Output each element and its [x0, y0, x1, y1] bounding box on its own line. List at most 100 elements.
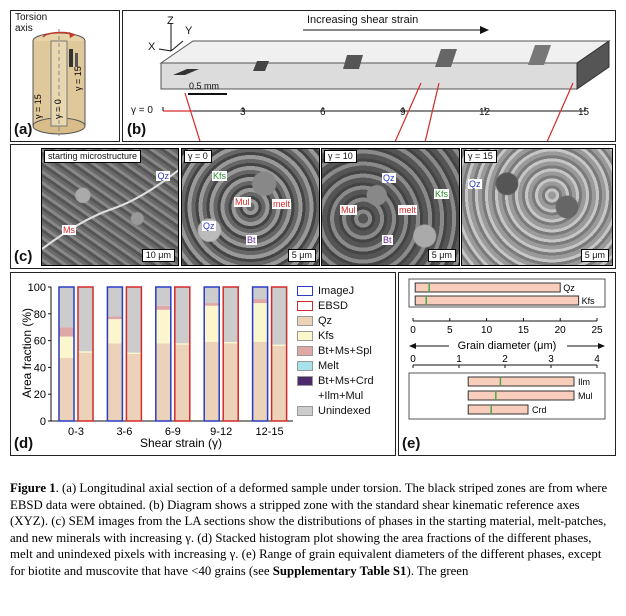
legend-swatch: [297, 285, 313, 296]
mineral-label-kfs: Kfs: [434, 189, 450, 199]
shear-strain-title: Increasing shear strain: [307, 14, 419, 26]
x-tick-label: 6-9: [165, 426, 181, 438]
panel-b: Increasing shear strain Z Y X 0.5 mm γ =…: [122, 10, 616, 152]
bar-segment-qz: [155, 343, 171, 421]
top-axis-tick-label: 0: [410, 325, 416, 336]
axis-x-label: X: [148, 41, 156, 53]
range-bar-mul: [467, 390, 575, 401]
legend-item: Qz: [297, 313, 393, 328]
bar-outline-imagej: [58, 286, 75, 422]
legend-swatch: [297, 405, 313, 416]
bottom-axis-tick-label: 0: [410, 354, 416, 365]
mineral-label-qz: Qz: [382, 173, 396, 183]
top-axis-tick-label: 5: [447, 325, 453, 336]
tick-3: 3: [240, 107, 246, 118]
panel-b-label: (b): [127, 121, 147, 138]
bar-segment-qz: [126, 354, 142, 421]
sem-scale-bar: 5 μm: [287, 249, 316, 262]
bar-outline-ebsd: [270, 286, 288, 422]
legend-swatch: [297, 360, 313, 371]
mineral-label-bt: Bt: [246, 235, 257, 245]
x-tick-label: 12-15: [256, 426, 284, 438]
sem-scale-bar: 5 μm: [580, 249, 609, 262]
mineral-label-qz: Qz: [202, 221, 216, 231]
sem-tag: γ = 15: [464, 150, 497, 163]
axis-y-label: Y: [185, 25, 193, 37]
bar-outline-ebsd: [125, 286, 143, 422]
legend-swatch: [297, 330, 313, 341]
top-axis-tick-label: 20: [555, 325, 567, 336]
bar-segment-unindexed: [252, 287, 268, 300]
panel-a-label: (a): [14, 121, 33, 138]
bottom-axis-tick-label: 1: [456, 354, 462, 365]
mineral-label-melt: melt: [398, 205, 418, 215]
bar-segment-qz: [223, 343, 239, 421]
bar-segment-kfs: [271, 344, 287, 346]
grain-diameter-label: Grain diameter (μm): [458, 340, 557, 352]
legend-label: +Ilm+Mul: [318, 389, 364, 402]
tick-12: 12: [479, 107, 491, 118]
gamma-label-center: γ = 0: [53, 99, 63, 119]
bar-outline-ebsd: [77, 286, 94, 422]
bar-segment-unindexed: [155, 287, 171, 306]
caption-supp-link: Supplementary Table S1: [272, 563, 407, 578]
bar-segment-qz: [174, 344, 190, 421]
bar-segment-qz: [78, 352, 93, 421]
top-axis-tick-label: 10: [481, 325, 493, 336]
bar-segment-unindexed: [204, 287, 220, 304]
strip-diagram: [158, 23, 611, 152]
panel-c-label: (c): [14, 248, 33, 265]
sem-scale-bar: 10 μm: [141, 249, 175, 262]
top-axis-tick-label: 15: [518, 325, 530, 336]
legend-item: ImageJ: [297, 283, 393, 298]
bar-segment-unindexed: [271, 287, 287, 345]
y-tick-label: 80: [34, 309, 46, 321]
x-tick-label: 0-3: [68, 426, 84, 438]
legend-label: Melt: [318, 359, 339, 372]
legend-item: Bt+Ms+Spl: [297, 343, 393, 358]
bottom-axis-tick-label: 2: [502, 354, 508, 365]
mineral-label-mul: Mul: [340, 205, 357, 215]
sem-image-gamma-10: γ = 10 Qz Kfs Mul melt Bt 5 μm: [321, 148, 460, 266]
legend-item: +Ilm+Mul: [297, 388, 393, 403]
sem-tag: γ = 10: [324, 150, 357, 163]
sem-scale-bar: 5 μm: [427, 249, 456, 262]
legend-label: ImageJ: [318, 284, 355, 297]
y-tick-label: 20: [34, 389, 46, 401]
sem-image-starting: starting microstructure Qz Ms 10 μm: [41, 148, 179, 266]
bar-segment-unindexed: [59, 287, 74, 328]
mineral-label-ms: Ms: [62, 225, 76, 235]
phase-label: Qz: [563, 283, 575, 293]
legend-label: Unindexed: [318, 404, 371, 417]
bar-segment-bt-ms-spl: [59, 327, 74, 337]
mineral-label-kfs: Kfs: [212, 171, 228, 181]
bar-outline-imagej: [203, 286, 220, 422]
bar-outline-imagej: [251, 286, 269, 422]
bar-segment-qz: [252, 341, 268, 421]
legend-label: Bt+Ms+Spl: [318, 344, 372, 357]
bar-segment-kfs: [252, 303, 268, 342]
gamma-zero-label: γ = 0: [131, 105, 153, 116]
bar-segment-qz: [59, 358, 74, 421]
panel-e-label: (e): [402, 435, 421, 452]
bar-segment-kfs: [107, 319, 123, 344]
legend-item: Unindexed: [297, 403, 393, 418]
legend-swatch: [297, 345, 313, 356]
bar-segment-unindexed: [223, 287, 239, 342]
bottom-axis-tick-label: 3: [548, 354, 554, 365]
gamma-label-right: γ = 15: [73, 66, 83, 91]
mineral-label-bt: Bt: [382, 235, 393, 245]
bar-outline-ebsd: [174, 286, 191, 422]
area-fraction-chart: Area fraction (%) Shear strain (γ) 02040…: [20, 282, 293, 450]
x-tick-label: 3-6: [116, 426, 132, 438]
mineral-label-melt: melt: [272, 199, 292, 209]
bottom-frame: [408, 372, 606, 420]
x-tick-label: 9-12: [210, 426, 232, 438]
legend-label: Kfs: [318, 329, 334, 342]
y-tick-label: 40: [34, 362, 46, 374]
legend-item: Bt+Ms+Crd: [297, 373, 393, 388]
bar-segment-qz: [107, 343, 123, 421]
